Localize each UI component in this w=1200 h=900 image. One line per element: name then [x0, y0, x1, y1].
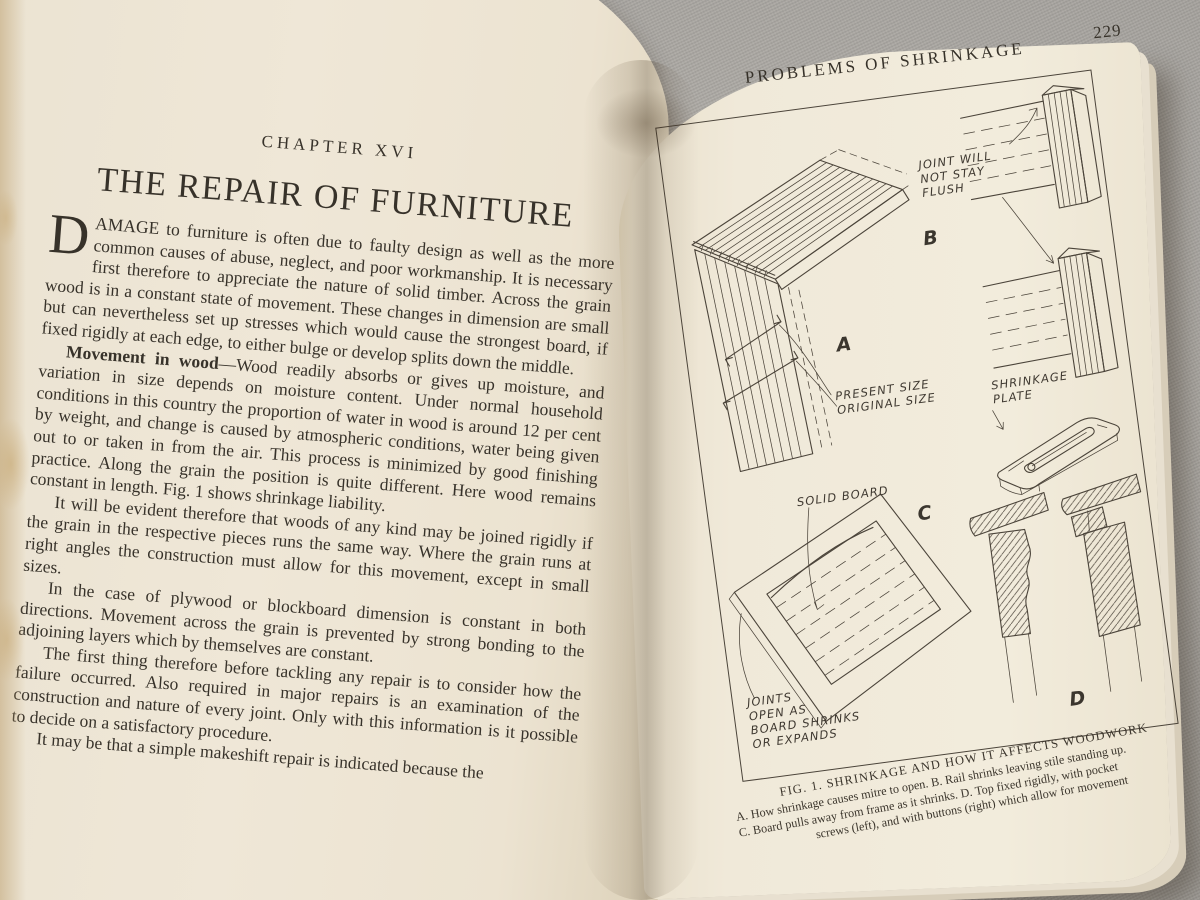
table-top-fixing-diagram [969, 473, 1143, 703]
drop-cap: D [46, 202, 92, 268]
paragraph-text: —Wood readily absorbs or gives up moistu… [29, 352, 606, 516]
figure-letter-c: C [916, 501, 933, 526]
figure-letter-a: A [835, 332, 853, 357]
right-page-content: PROBLEMS OF SHRINKAGE 229 [650, 20, 1200, 857]
page-number: 229 [1092, 20, 1123, 43]
figure-letter-d: D [1068, 686, 1087, 711]
shrinkage-plate-diagram [992, 410, 1120, 495]
figure-wrap: A PRESENT SIZE ORIGINAL SIZE [655, 66, 1200, 855]
figure-letter-b: B [921, 226, 940, 251]
figure-box: A PRESENT SIZE ORIGINAL SIZE [655, 69, 1179, 782]
rail-stile-joint-diagram [960, 85, 1119, 378]
board-in-frame-diagram [728, 493, 972, 729]
mitre-shrinkage-diagram [691, 149, 910, 473]
